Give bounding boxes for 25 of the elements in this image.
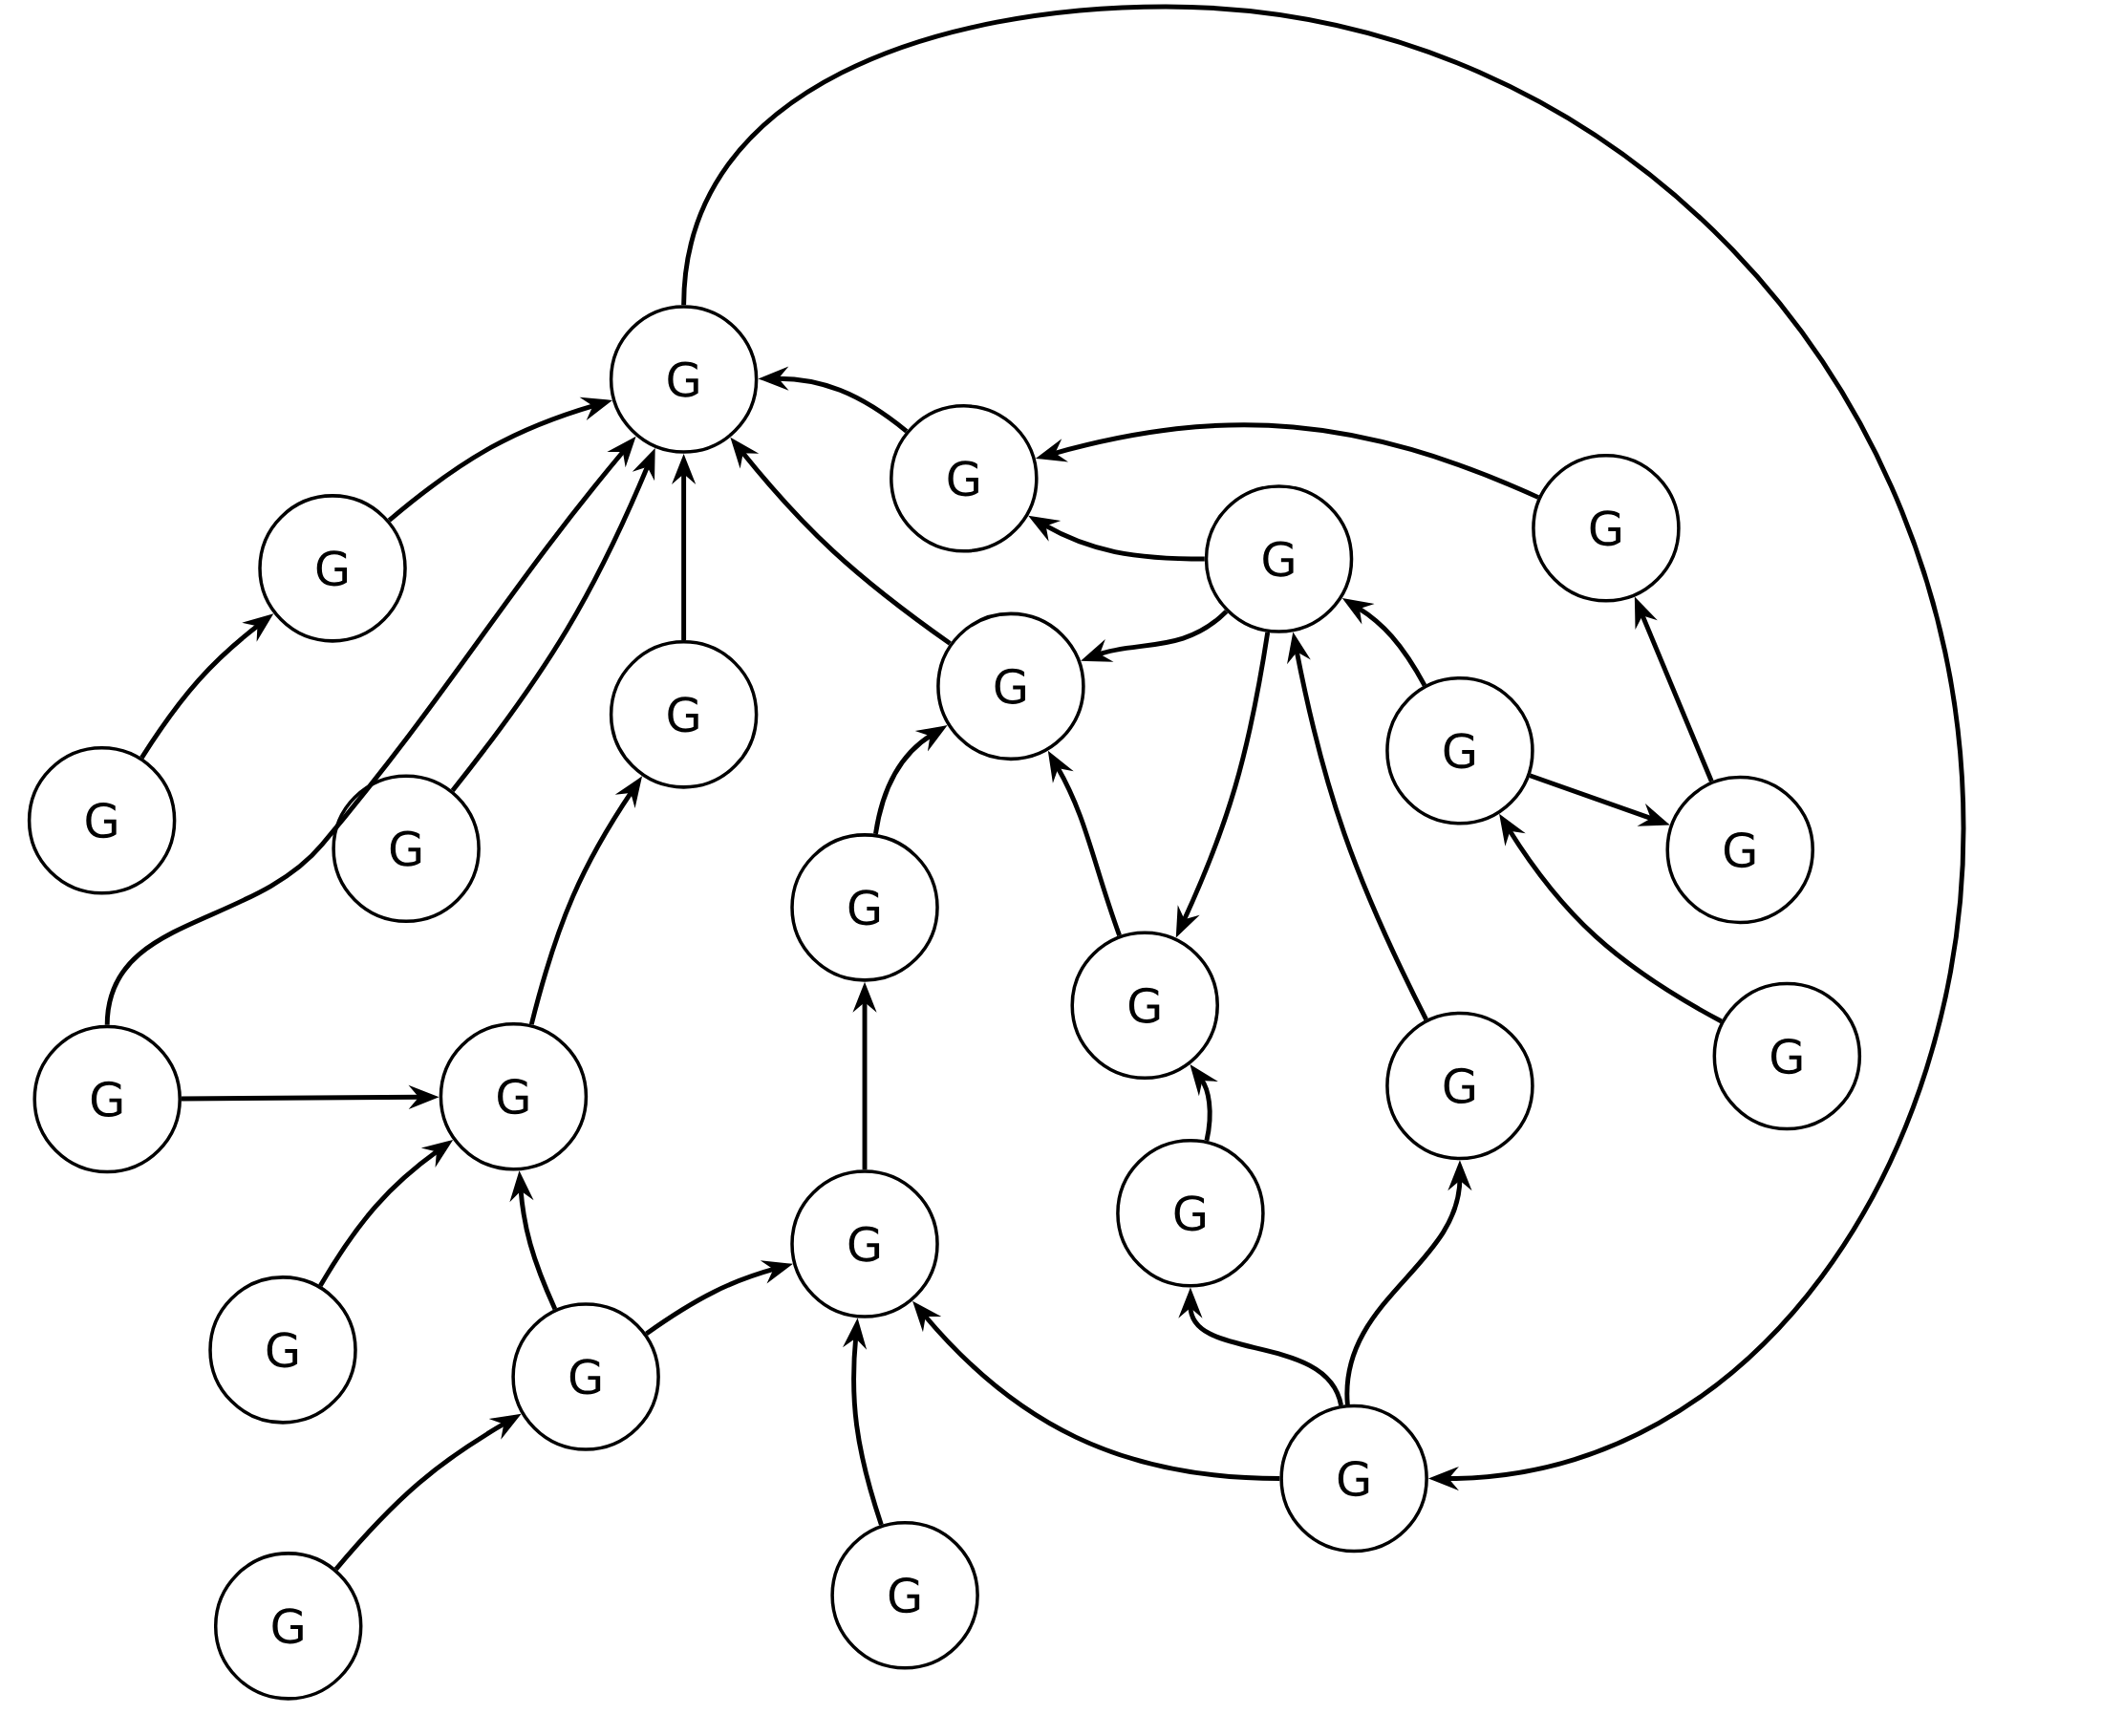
graph-node: G [1070,931,1219,1081]
graph-node: G [890,404,1039,553]
graph-node: G [1116,1139,1265,1288]
graph-node: G [208,1275,357,1425]
graph-node: G [790,833,939,982]
graph-node: G [1279,1404,1428,1554]
graph-node: G [213,1552,363,1701]
graph-node: G [1665,775,1814,925]
graph-node: G [1385,676,1534,825]
graph-node: G [511,1302,660,1451]
graph-node: G [1532,454,1681,603]
graph-node: G [1712,981,1862,1131]
graph-node: G [609,640,759,789]
graph-node: G [258,494,407,643]
graph-node: G [609,305,759,454]
graph-node: G [32,1024,182,1174]
graph-node: G [830,1520,979,1670]
graph-node: G [790,1169,939,1318]
graph-node: G [332,774,481,923]
graph-node: G [1385,1011,1534,1161]
graph-node: G [936,611,1085,761]
graph-node: G [1204,484,1354,633]
graph-node: G [27,745,177,895]
arrow [681,4,1966,1491]
graph-node: G [439,1021,589,1171]
